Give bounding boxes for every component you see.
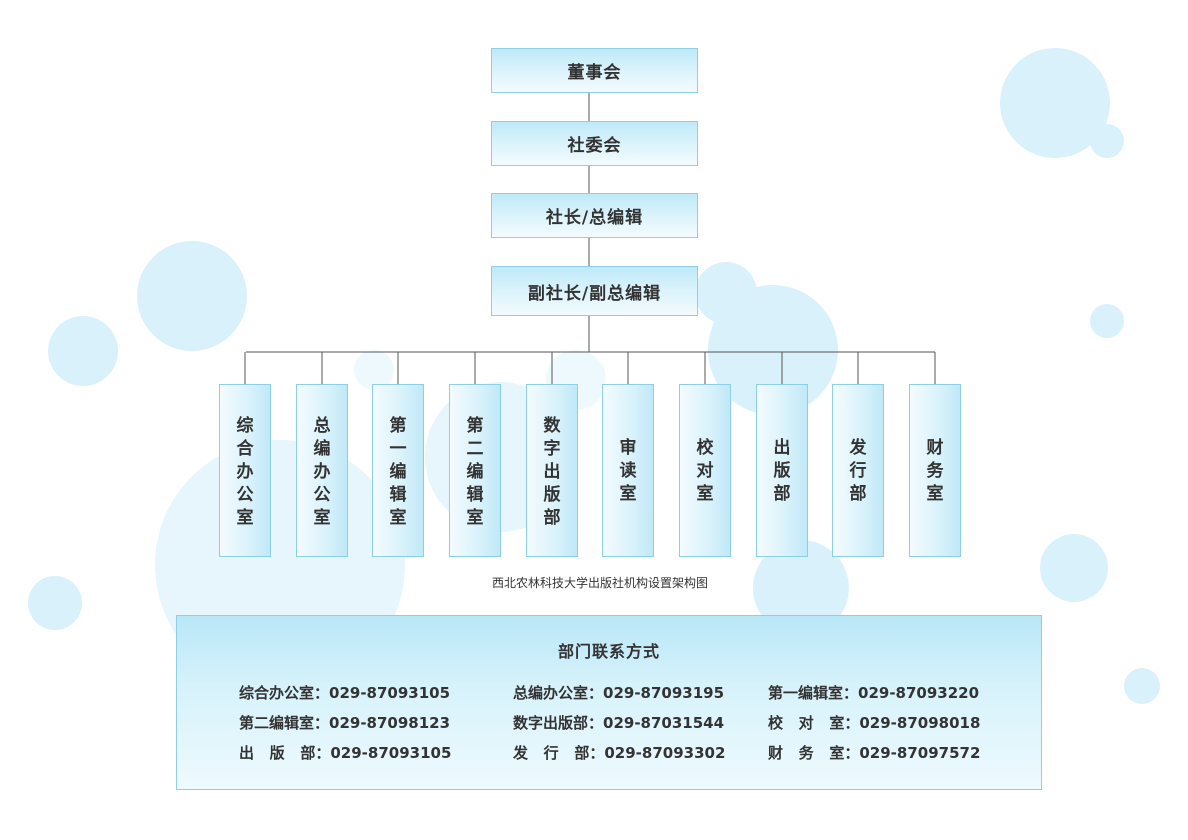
vice-president-box: 副社长/副总编辑 (491, 266, 698, 316)
contact-dept-name: 第二编辑室： (239, 714, 330, 732)
department-char: 版 (773, 461, 791, 481)
department-char: 第 (466, 416, 484, 436)
department-char: 发 (849, 438, 867, 458)
contact-phone: 029-87093105 (329, 684, 451, 702)
department-char: 务 (926, 461, 944, 481)
department-box: 财务室 (909, 384, 961, 557)
department-char: 室 (696, 484, 714, 504)
department-char: 室 (619, 484, 637, 504)
department-char: 字 (543, 439, 561, 459)
department-char: 出 (773, 438, 791, 458)
department-char: 公 (313, 485, 331, 505)
president-editor-in-chief-box: 社长/总编辑 (491, 193, 698, 238)
background-bubble (354, 350, 394, 390)
contact-dept-name: 发 行 部： (513, 744, 605, 762)
department-char: 部 (773, 484, 791, 504)
department-char: 室 (466, 508, 484, 528)
department-char: 辑 (389, 485, 407, 505)
department-char: 办 (313, 462, 331, 482)
contact-dept-name: 校 对 室： (768, 714, 860, 732)
contact-entry: 数字出版部：029-87031544 (513, 712, 724, 733)
press-committee-box: 社委会 (491, 121, 698, 166)
department-char: 编 (389, 462, 407, 482)
contact-entry: 财 务 室：029-87097572 (768, 742, 980, 763)
contact-entry: 校 对 室：029-87098018 (768, 712, 980, 733)
contact-entry: 总编办公室：029-87093195 (513, 682, 724, 703)
contact-phone: 029-87093105 (330, 744, 452, 762)
background-bubble (1124, 668, 1160, 704)
board-of-directors-box: 董事会 (491, 48, 698, 93)
department-char: 总 (313, 416, 331, 436)
department-char: 部 (543, 508, 561, 528)
background-bubble (137, 241, 247, 351)
department-char: 室 (926, 484, 944, 504)
department-char: 校 (696, 438, 714, 458)
contact-entry: 第一编辑室：029-87093220 (768, 682, 979, 703)
contact-phone: 029-87098018 (859, 714, 981, 732)
background-bubble (1090, 304, 1124, 338)
contact-dept-name: 综合办公室： (239, 684, 330, 702)
contact-title: 部门联系方式 (557, 642, 660, 661)
contact-dept-name: 总编办公室： (513, 684, 604, 702)
department-char: 对 (696, 461, 714, 481)
department-box: 数字出版部 (526, 384, 578, 557)
contact-phone: 029-87097572 (859, 744, 981, 762)
contact-phone: 029-87031544 (603, 714, 725, 732)
contact-entry: 出 版 部：029-87093105 (239, 742, 451, 763)
department-char: 财 (926, 438, 944, 458)
contact-dept-name: 出 版 部： (239, 744, 331, 762)
department-box: 总编办公室 (296, 384, 348, 557)
background-bubble (48, 316, 118, 386)
department-box: 第一编辑室 (372, 384, 424, 557)
department-box: 第二编辑室 (449, 384, 501, 557)
department-box: 审读室 (602, 384, 654, 557)
department-char: 合 (236, 439, 254, 459)
contact-phone: 029-87093220 (858, 684, 980, 702)
background-bubble (695, 262, 757, 324)
department-char: 室 (313, 508, 331, 528)
department-char: 二 (466, 439, 484, 459)
department-char: 部 (849, 484, 867, 504)
department-char: 版 (543, 485, 561, 505)
department-char: 第 (389, 416, 407, 436)
contact-dept-name: 第一编辑室： (768, 684, 859, 702)
contact-phone: 029-87093195 (603, 684, 725, 702)
department-char: 编 (313, 439, 331, 459)
contact-dept-name: 数字出版部： (513, 714, 604, 732)
contact-phone: 029-87093302 (604, 744, 726, 762)
department-char: 公 (236, 485, 254, 505)
contact-dept-name: 财 务 室： (768, 744, 860, 762)
background-bubble (1090, 124, 1124, 158)
department-char: 辑 (466, 485, 484, 505)
department-char: 读 (619, 461, 637, 481)
department-char: 办 (236, 462, 254, 482)
department-char: 室 (389, 508, 407, 528)
department-box: 出版部 (756, 384, 808, 557)
chart-caption: 西北农林科技大学出版社机构设置架构图 (491, 576, 708, 590)
department-box: 综合办公室 (219, 384, 271, 557)
department-char: 行 (849, 461, 867, 481)
department-box: 发行部 (832, 384, 884, 557)
contact-entry: 综合办公室：029-87093105 (239, 682, 450, 703)
department-char: 一 (389, 439, 407, 459)
contact-phone: 029-87098123 (329, 714, 451, 732)
department-char: 综 (236, 416, 254, 436)
department-char: 数 (543, 416, 561, 436)
contact-entry: 第二编辑室：029-87098123 (239, 712, 450, 733)
department-char: 出 (543, 462, 561, 482)
contact-entry: 发 行 部：029-87093302 (513, 742, 725, 763)
department-char: 室 (236, 508, 254, 528)
background-bubble (28, 576, 82, 630)
department-char: 审 (619, 438, 637, 458)
department-char: 编 (466, 462, 484, 482)
department-box: 校对室 (679, 384, 731, 557)
background-bubble (1040, 534, 1108, 602)
